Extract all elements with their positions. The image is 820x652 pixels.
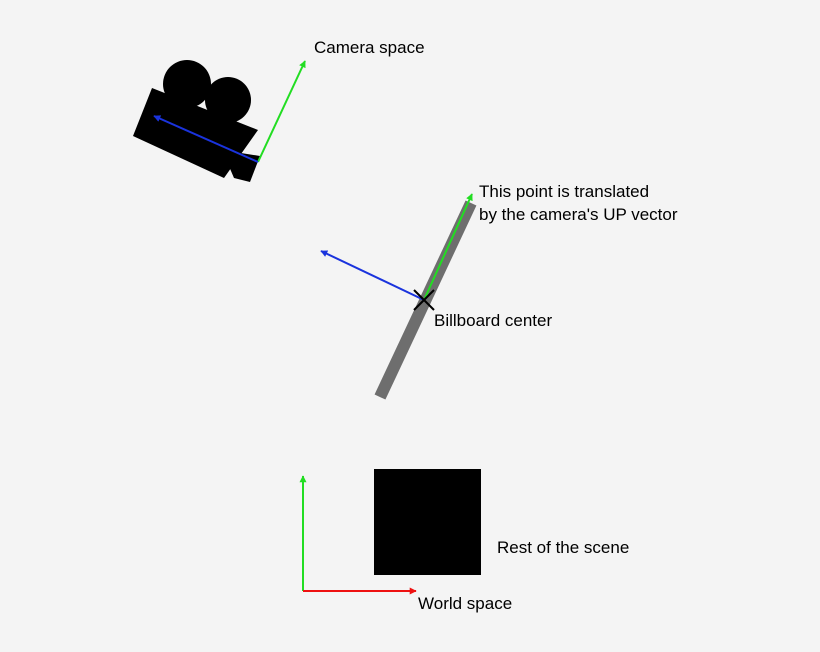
world-space-label: World space bbox=[418, 594, 512, 613]
camera-up-vector bbox=[257, 60, 306, 163]
billboard-center-label: Billboard center bbox=[434, 311, 552, 330]
translated-point-label-line1: This point is translated bbox=[479, 182, 649, 201]
translated-point-label-line2: by the camera's UP vector bbox=[479, 205, 678, 224]
camera-right-vector bbox=[153, 115, 259, 163]
scene-object-square bbox=[374, 469, 481, 575]
camera-space-label: Camera space bbox=[314, 38, 425, 57]
billboard-right-vector bbox=[320, 250, 425, 301]
movie-camera-icon bbox=[133, 60, 260, 182]
rest-of-scene-label: Rest of the scene bbox=[497, 538, 629, 557]
billboard-up-vector bbox=[423, 193, 473, 301]
billboard-quad bbox=[374, 200, 477, 400]
cross-marker-icon bbox=[413, 289, 435, 311]
